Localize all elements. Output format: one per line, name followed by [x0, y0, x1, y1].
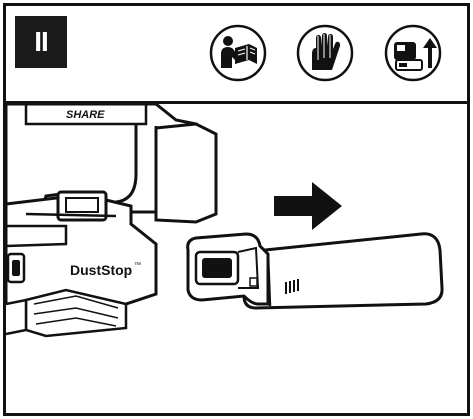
safety-gloves-icon [296, 24, 354, 82]
detached-battery [186, 232, 444, 310]
tool-body: SHARE DustStop ™ [6, 104, 218, 338]
step-number-badge: II [15, 16, 67, 68]
product-label: DustStop [70, 262, 132, 278]
battery-removal-illustration: SHARE DustStop ™ [6, 104, 444, 338]
instruction-panel: II [3, 3, 470, 416]
illustration-area: SHARE DustStop ™ [6, 104, 467, 413]
read-manual-icon [209, 24, 267, 82]
trademark-symbol: ™ [134, 262, 141, 269]
lift-battery-icon [384, 24, 442, 82]
brand-label: SHARE [66, 109, 105, 121]
direction-arrow [274, 182, 342, 230]
panel-header: II [6, 6, 467, 104]
